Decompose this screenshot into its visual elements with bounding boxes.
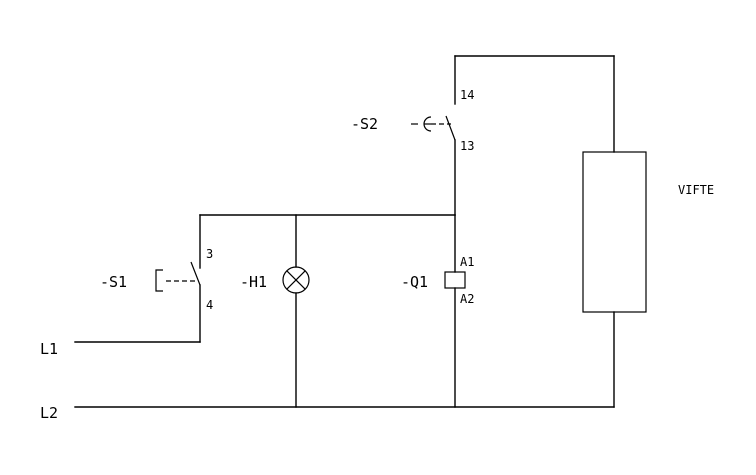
label-vifte: VIFTE [678, 183, 714, 197]
s1-contact-blade [190, 261, 201, 286]
label-s1: -S1 [100, 273, 127, 291]
terminal-s2-13: 13 [460, 139, 474, 153]
label-q1: -Q1 [401, 273, 428, 291]
label-h1: -H1 [240, 273, 267, 291]
label-s2: -S2 [351, 115, 378, 133]
q1-coil-icon [444, 271, 466, 289]
s1-pushbutton-icon [155, 269, 163, 292]
terminal-s1-3: 3 [206, 247, 213, 261]
s2-contact-blade [445, 115, 456, 141]
terminal-q1-a1: A1 [460, 255, 474, 269]
terminal-s1-4: 4 [206, 298, 213, 312]
label-l1: L1 [40, 340, 58, 358]
terminal-s2-14: 14 [460, 88, 474, 102]
terminal-q1-a2: A2 [460, 292, 474, 306]
label-l2: L2 [40, 404, 58, 422]
vifte-motor-box [582, 151, 647, 313]
h1-lamp-icon [282, 266, 310, 294]
